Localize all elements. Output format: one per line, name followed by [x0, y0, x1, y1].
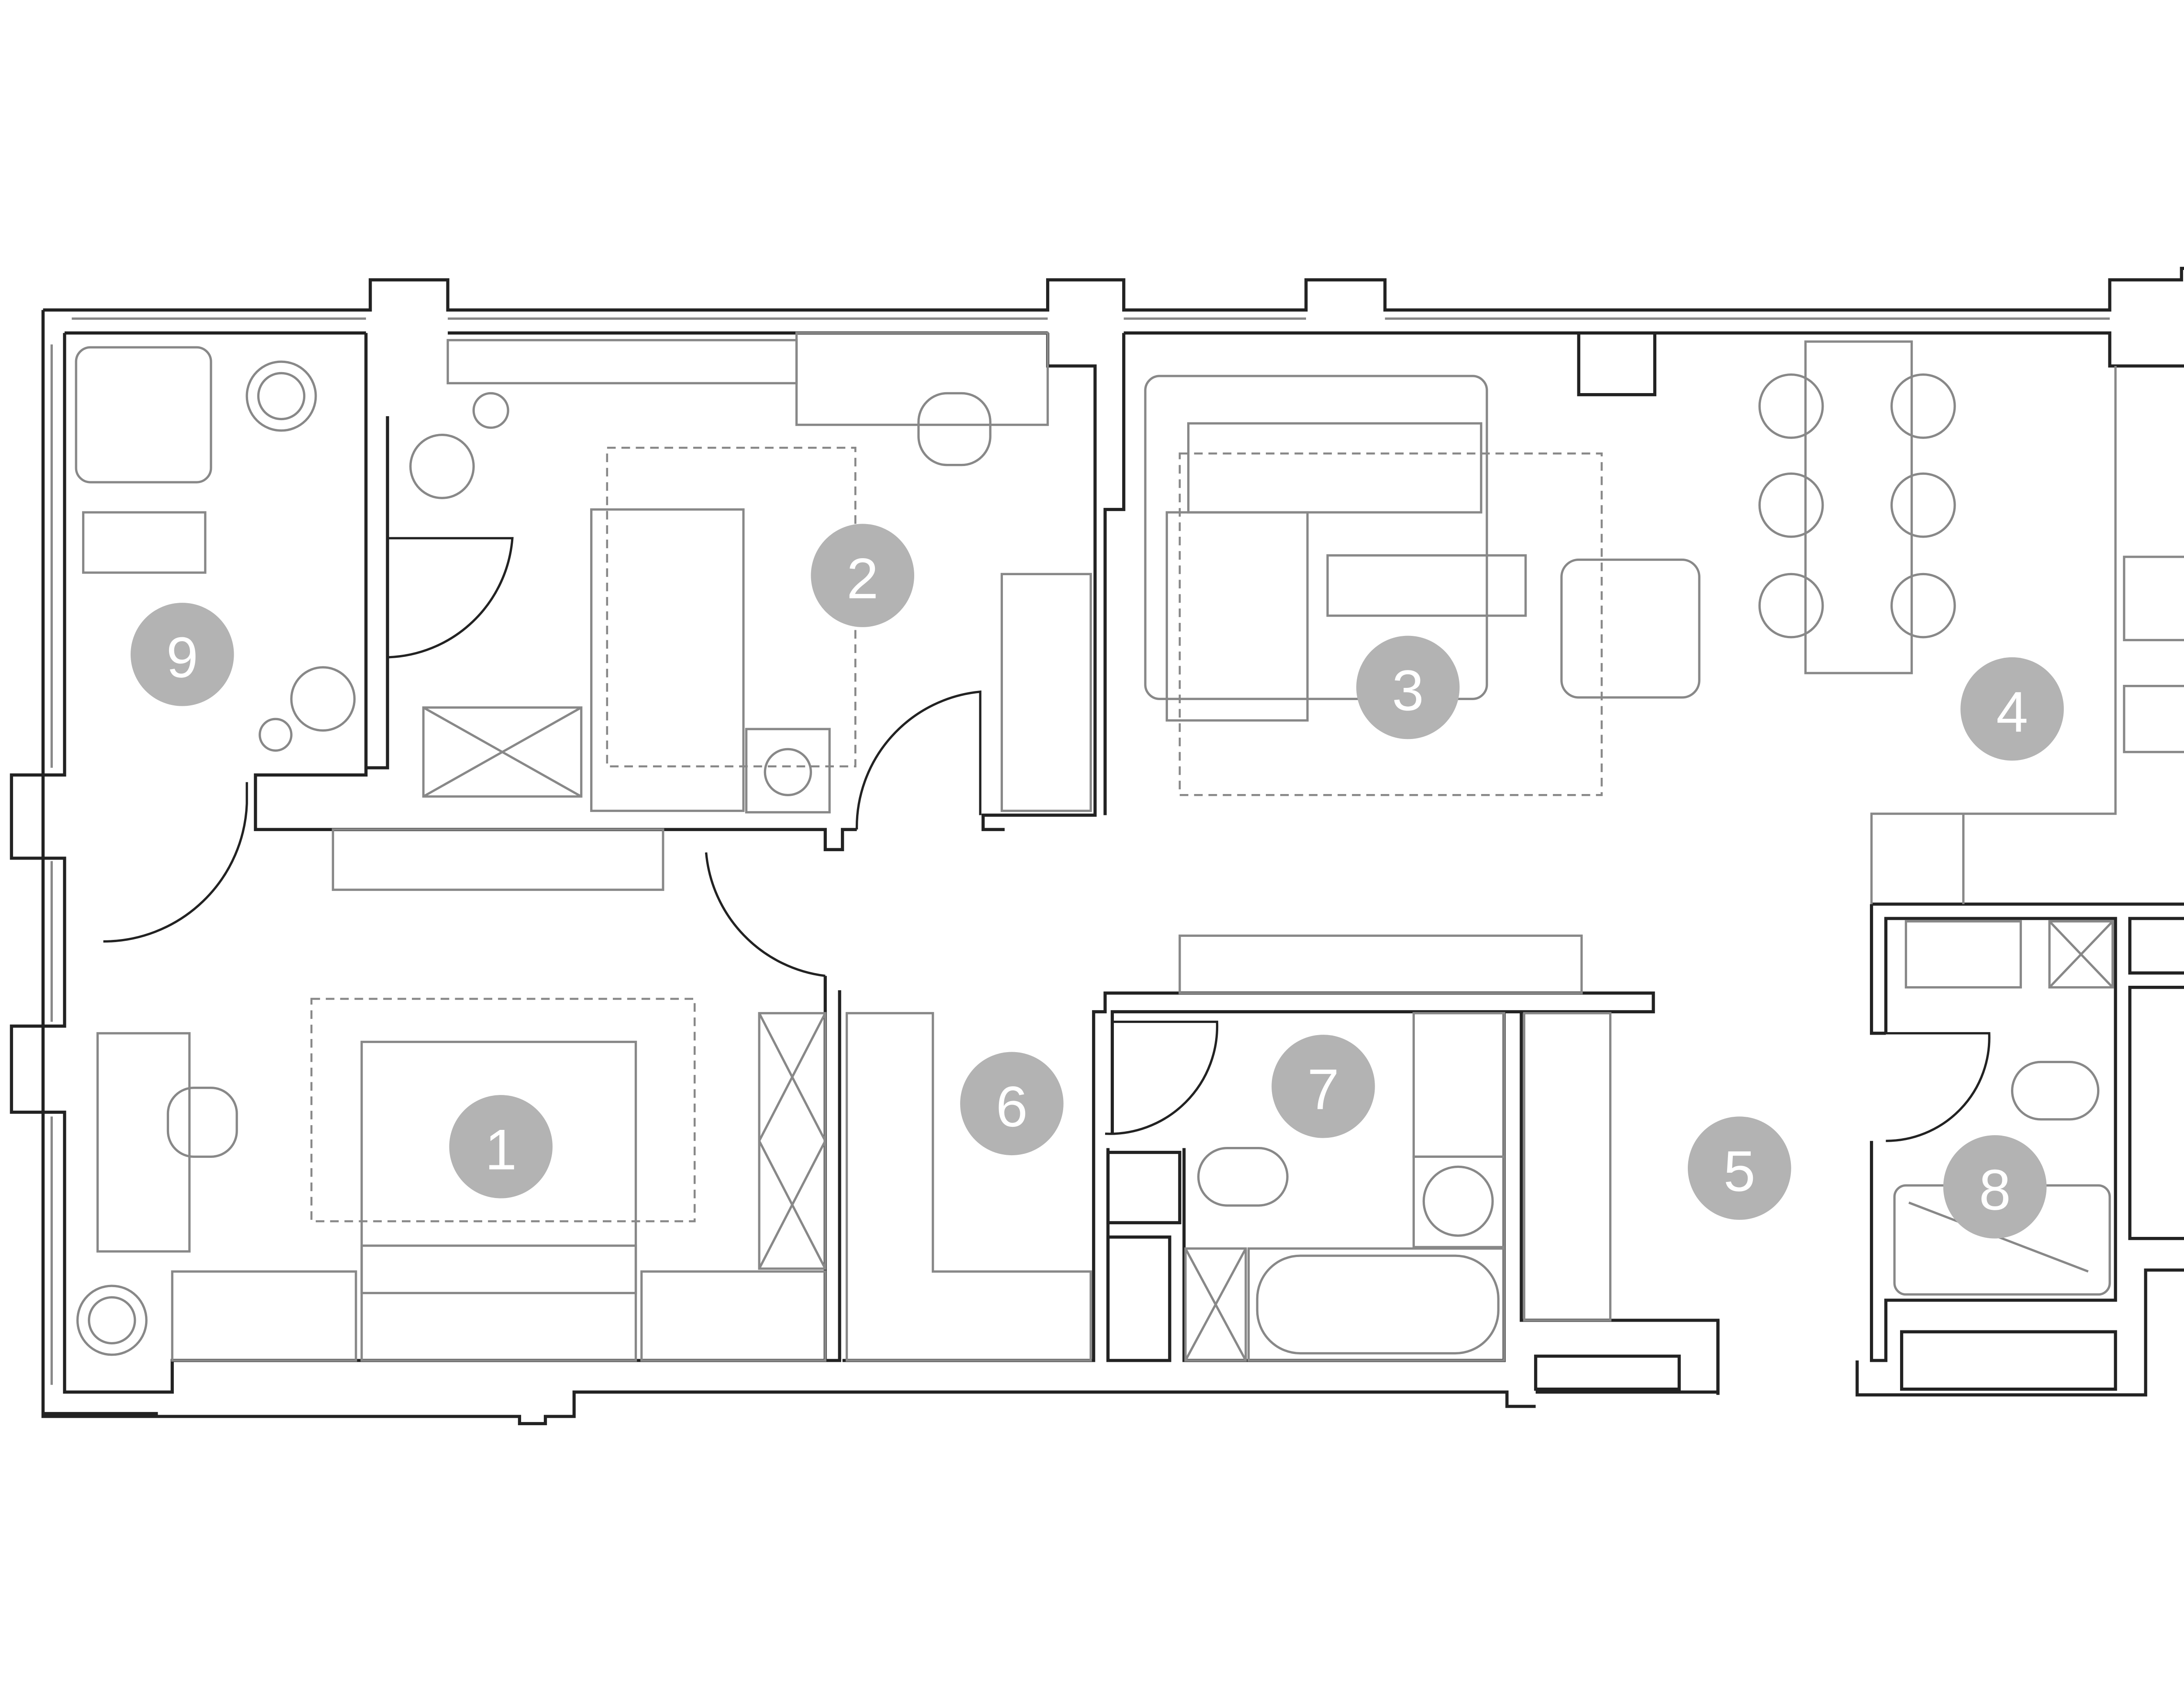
- room-number: 8: [1979, 1157, 2011, 1222]
- room-badge-8: 8: [1943, 1135, 2047, 1239]
- room-number: 2: [847, 546, 878, 611]
- room-badge-7: 7: [1272, 1035, 1375, 1138]
- furniture: [75, 331, 2184, 1362]
- doors: [103, 537, 1990, 1142]
- room-badge-9: 9: [131, 603, 234, 706]
- room-badge-3: 3: [1356, 635, 1460, 739]
- room-number: 6: [996, 1074, 1028, 1139]
- room-badge-5: 5: [1688, 1116, 1791, 1220]
- outer-walls: [10, 266, 2184, 1426]
- room-number: 3: [1392, 658, 1424, 722]
- room-number: 4: [1996, 680, 2028, 744]
- room-badge-2: 2: [811, 524, 914, 627]
- room-number: 7: [1307, 1057, 1339, 1121]
- room-badge-6: 6: [960, 1052, 1064, 1156]
- room-number: 1: [485, 1117, 517, 1181]
- room-number: 5: [1724, 1139, 1755, 1203]
- room-badges: 1 2 3 4 5 6 7 8 9: [131, 524, 2064, 1239]
- room-badge-4: 4: [1960, 657, 2064, 761]
- room-badge-1: 1: [449, 1095, 553, 1198]
- windows: [50, 317, 2110, 1385]
- room-number: 9: [166, 625, 198, 689]
